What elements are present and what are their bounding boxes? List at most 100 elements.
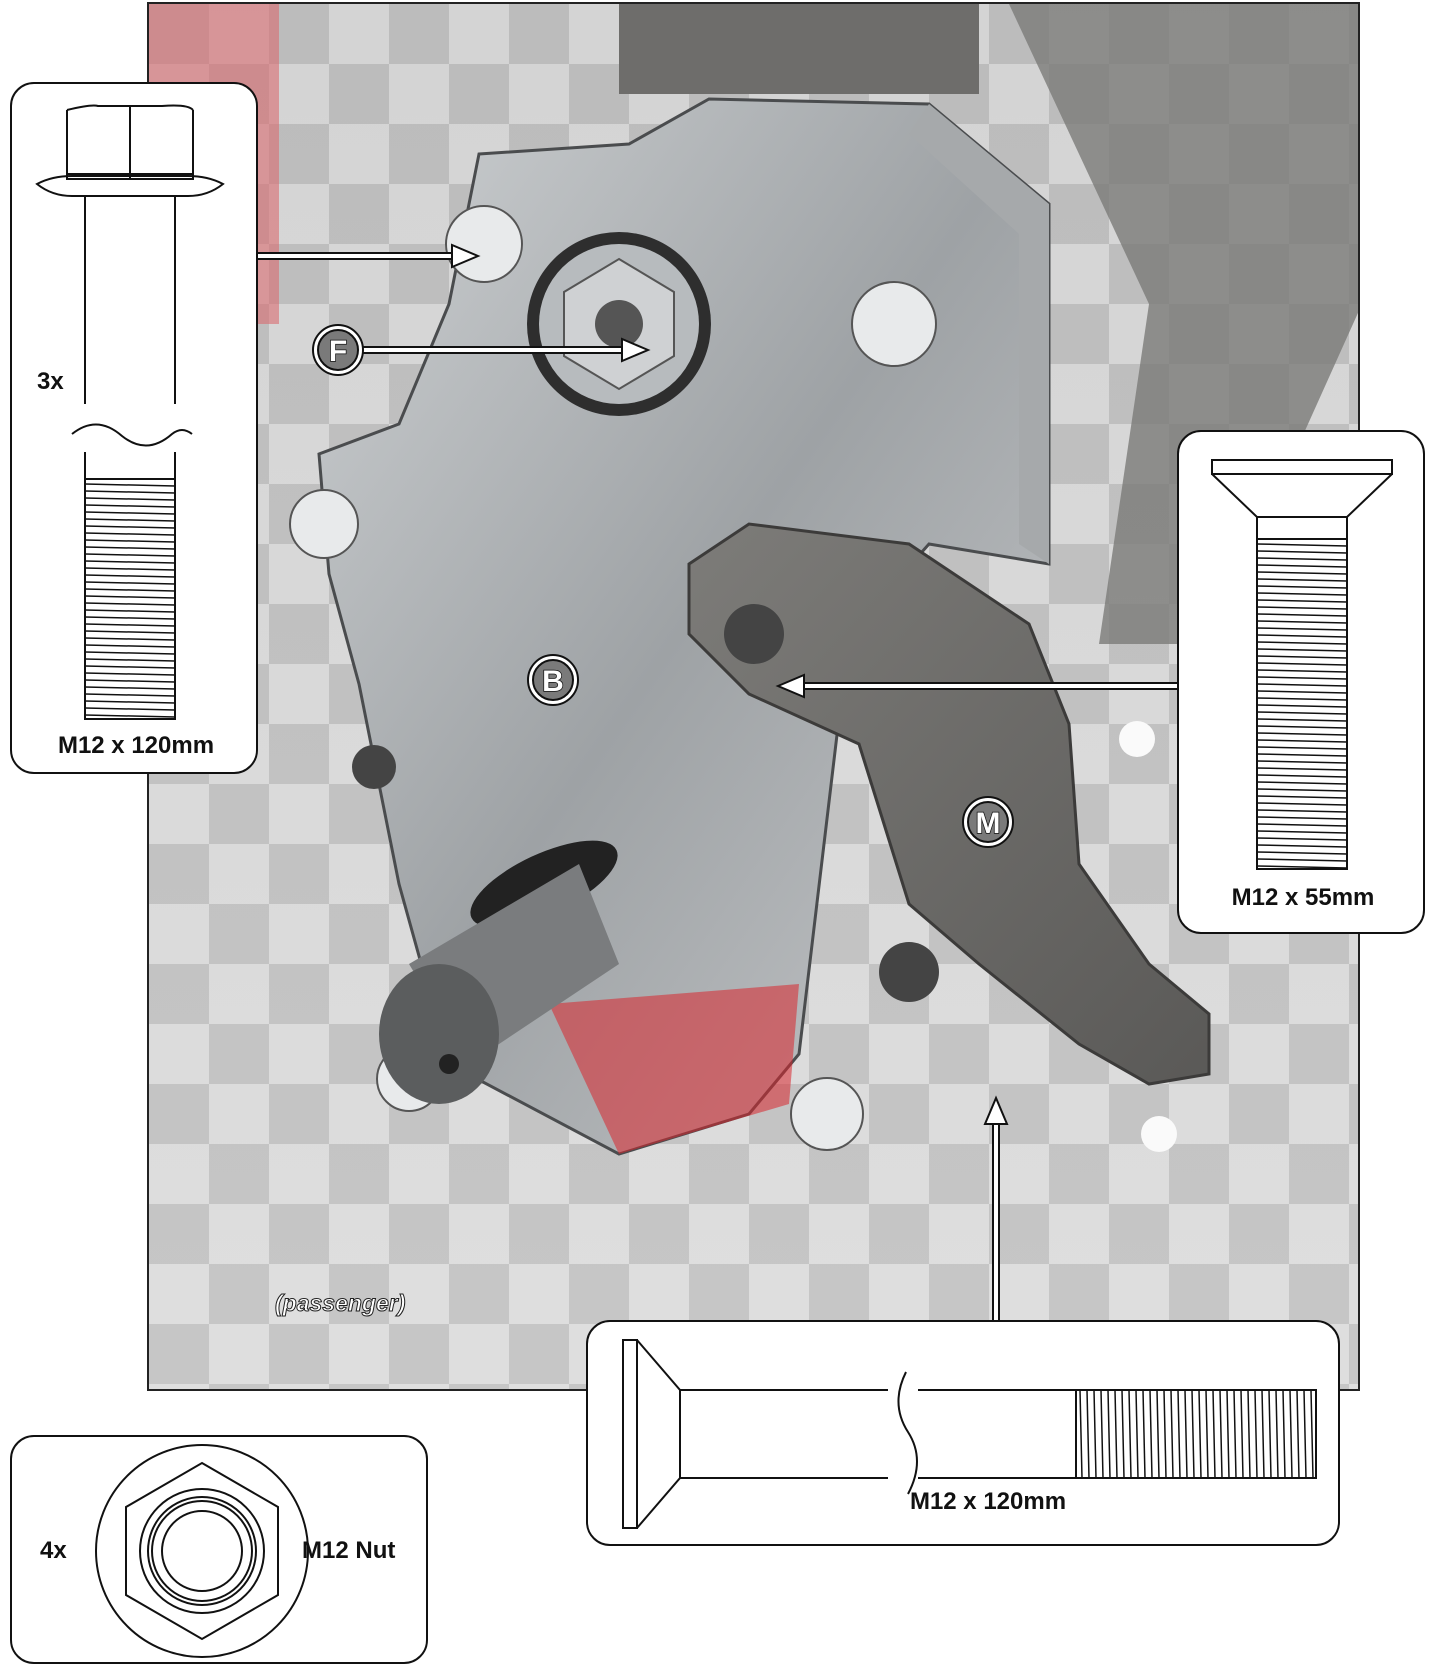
arrow-top-left-bolt [258,243,481,269]
spec-m12x55: M12 x 55mm [1231,884,1375,911]
thread-line [84,630,176,634]
thread-line [1219,1389,1223,1479]
qty-4x: 4x [40,1537,67,1564]
thread-line [84,560,176,564]
callout-nut: 4x M12 Nut [10,1435,428,1664]
marker-m: M [962,796,1014,848]
thread-line [1177,1389,1181,1479]
thread-line [1086,1389,1090,1479]
callout-right-bolt: M12 x 55mm [1177,430,1425,934]
thread-line [1256,550,1348,554]
thread-line [1289,1389,1293,1479]
thread-line [1310,1389,1314,1479]
thread-line [84,672,176,676]
callout-top-left-bolt: 3x M12 x 120mm [10,82,258,774]
caption-passenger: (passenger) [274,1290,406,1317]
thread-line [84,511,176,515]
thread-line [1256,592,1348,596]
thread-line [84,658,176,662]
thread-line [1256,844,1348,848]
thread-line [84,602,176,606]
spec-m12-nut: M12 Nut [302,1537,396,1564]
hex-flange-bolt-icon [35,104,225,720]
thread-line [84,595,176,599]
assembly-photo-drawing [149,4,1358,1389]
thread-line [1240,1389,1244,1479]
thread-line [84,665,176,669]
thread-line [1233,1389,1237,1479]
thread-line [1296,1389,1300,1479]
thread-line [1114,1389,1118,1479]
thread-line [84,644,176,648]
thread-line [1256,816,1348,820]
thread-line [84,546,176,550]
thread-line [1256,830,1348,834]
thread-line [84,567,176,571]
thread-line [1256,851,1348,855]
thread-line [1128,1389,1132,1479]
thread-line [1212,1389,1216,1479]
callout-bottom-bolt: M12 x 120mm [586,1320,1340,1546]
thread-line [1256,627,1348,631]
thread-line [1156,1389,1160,1479]
thread-line [1303,1389,1307,1479]
thread-line [84,553,176,557]
thread-line [84,518,176,522]
thread-line [1135,1389,1139,1479]
thread-line [1256,795,1348,799]
thread-line [1256,809,1348,813]
spec-m12x120-bottom: M12 x 120mm [909,1488,1067,1515]
thread-line [1256,837,1348,841]
thread-line [1261,1389,1265,1479]
thread-line [1256,578,1348,582]
thread-line [84,574,176,578]
thread-line [1198,1389,1202,1479]
thread-line [1121,1389,1125,1479]
thread-line [1256,739,1348,743]
thread-line [1256,725,1348,729]
thread-line [1205,1389,1209,1479]
thread-line [1256,823,1348,827]
thread-line [84,504,176,508]
thread-line [1256,543,1348,547]
thread-line [1256,718,1348,722]
thread-line [1256,641,1348,645]
long-countersunk-bolt-icon [622,1339,1317,1529]
marker-f: F [312,324,364,376]
thread-line [1256,599,1348,603]
thread-line [1100,1389,1104,1479]
thread-line [1256,732,1348,736]
thread-line [1254,1389,1258,1479]
thread-line [1256,711,1348,715]
thread-line [1256,662,1348,666]
spec-m12x120-top: M12 x 120mm [57,732,215,759]
thread-line [1093,1389,1097,1479]
thread-line [84,637,176,641]
thread-line [1256,690,1348,694]
arrow-bottom-bolt [983,1095,1009,1320]
thread-line [84,679,176,683]
countersunk-bolt-icon [1211,459,1393,870]
qty-3x: 3x [37,368,64,395]
thread-line [1256,557,1348,561]
thread-line [1256,774,1348,778]
thread-line [1256,858,1348,862]
hex-nut-icon [95,1444,309,1658]
thread-line [84,490,176,494]
marker-f-label: F [329,335,347,368]
thread-line [1163,1389,1167,1479]
thread-line [1256,634,1348,638]
assembly-photo [147,2,1360,1391]
thread-line [84,700,176,704]
thread-line [1256,781,1348,785]
thread-line [1268,1389,1272,1479]
thread-line [1184,1389,1188,1479]
thread-line [1256,564,1348,568]
thread-line [1107,1389,1111,1479]
thread-line [1282,1389,1286,1479]
thread-line [84,707,176,711]
thread-line [1226,1389,1230,1479]
thread-line [1256,767,1348,771]
thread-line [84,497,176,501]
